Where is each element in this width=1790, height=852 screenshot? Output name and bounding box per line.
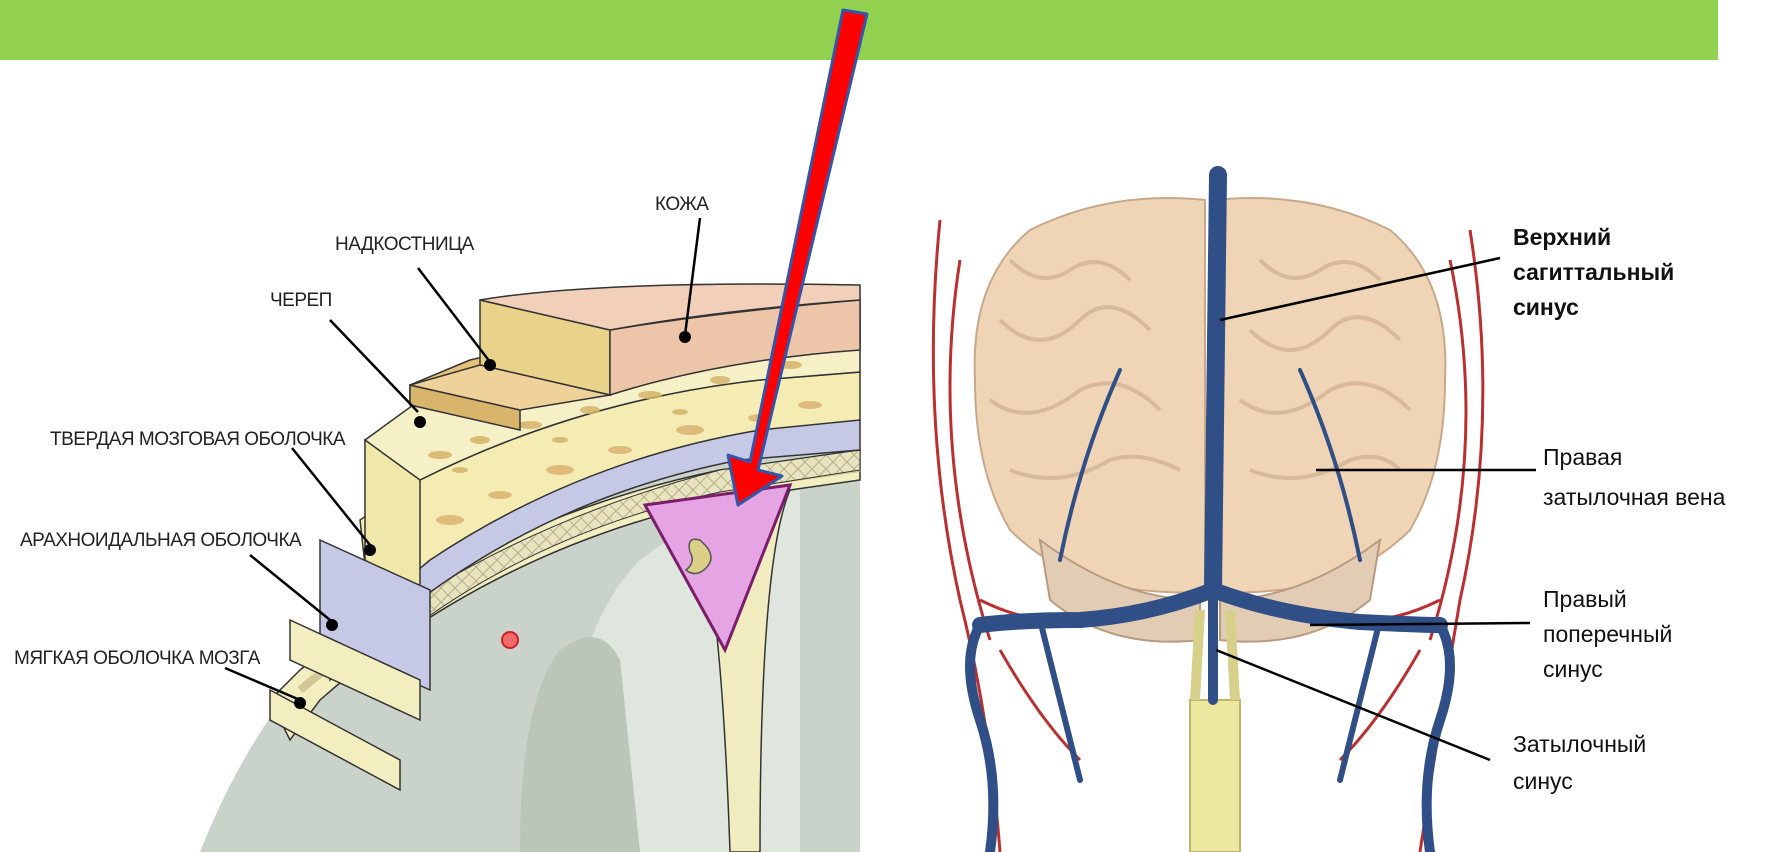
spinal-cord [1190, 700, 1240, 852]
label-periosteum: НАДКОСТНИЦА [335, 234, 475, 255]
label-right-occipital-vein: Правая затылочная вена [1543, 444, 1726, 510]
left-hemisphere [975, 198, 1205, 593]
label-dura: ТВЕРДАЯ МОЗГОВАЯ ОБОЛОЧКА [50, 429, 346, 450]
label-arachnoid: АРАХНОИДАЛЬНАЯ ОБОЛОЧКА [20, 530, 302, 551]
label-pia: МЯГКАЯ ОБОЛОЧКА МОЗГА [14, 648, 261, 669]
venous-sinuses-diagram: Верхний сагиттальный синус Правая затыло… [900, 0, 1790, 852]
label-skin: КОЖА [655, 194, 709, 215]
right-hemisphere [1215, 198, 1445, 593]
superior-sagittal-sinus [1213, 175, 1218, 590]
label-occipital-sinus: Затылочный синус [1513, 731, 1653, 794]
label-superior-sagittal-sinus: Верхний сагиттальный синус [1513, 224, 1681, 320]
red-spot [502, 632, 518, 648]
label-skull: ЧЕРЕП [270, 290, 332, 311]
label-right-transverse-sinus: Правый поперечный синус [1543, 586, 1679, 682]
meninges-diagram: КОЖА НАДКОСТНИЦА ЧЕРЕП ТВЕРДАЯ МОЗГОВАЯ … [0, 0, 900, 852]
